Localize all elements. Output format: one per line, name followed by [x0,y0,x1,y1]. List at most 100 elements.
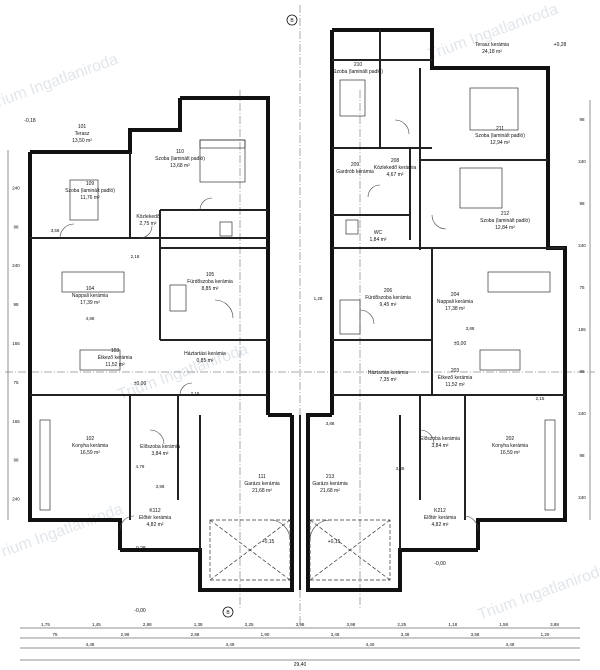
room-202-id: 202 [506,436,515,442]
dim-interior-value-2: 3,88 [326,421,335,426]
room-101-name: Terasz [75,131,90,137]
garage-111-car [209,519,291,581]
room-109-area: 11,76 m² [80,195,100,201]
dim-interior-value-3: 2,15 [191,391,200,396]
dim-row3-value-2: 4,40 [366,642,375,647]
dim-row1-value-2: 2,88 [143,622,152,627]
dim-row1-value-9: 1,58 [499,622,508,627]
level-mark-5: ±0,00 [134,381,147,387]
dim-interior-value-5: 1,28 [314,296,323,301]
room-208-area: 4,67 m² [387,172,404,178]
room-103-area: 11,52 m² [105,362,125,368]
dim-row2-value-1: 2,98 [121,632,130,637]
dim-right-value-9: 240 [578,495,586,500]
level-mark-9: -0,00 [134,608,146,614]
room-210-id: 210 [354,62,363,68]
kitchen-counter-102 [39,419,51,511]
level-mark-7: -0,28 [134,546,146,552]
room-109-id: 109 [86,181,95,187]
dim-right-value-2: 98 [579,201,585,206]
dimension-lines [7,100,591,661]
dim-row1-value-7: 2,25 [397,622,406,627]
room-204-name: Nappali kerámia [437,299,473,305]
room-104-id: 104 [86,286,95,292]
room-203-name: Étkező kerámia [438,374,473,381]
bed-211 [469,87,519,131]
room-110-id: 110 [176,149,184,155]
dim-row1-value-10: 3,88 [550,622,559,627]
dim-right-value-8: 98 [579,453,585,458]
dining-table-203 [479,349,521,371]
dim-left-value-0: 240 [12,185,20,190]
room-109-name: Szoba (laminált padló) [65,188,115,194]
dim-left-value-3: 98 [13,302,19,307]
room-K112-name: Előtér kerámia [139,515,171,521]
room-110-name: Szoba (laminált padló) [155,156,205,162]
room-207-name: WC [374,230,383,236]
dim-left-value-4: 165 [12,341,20,346]
room-208-id: 208 [391,158,400,164]
interior-walls [30,30,565,590]
walls-left-unit [28,96,294,592]
room-103-name: Étkező kerámia [98,354,133,361]
room-K112-id: K112 [149,508,161,514]
dim-right-value-5: 165 [578,327,586,332]
room-201-area: 24,18 m² [482,49,502,55]
room-206-area: 9,45 m² [380,302,397,308]
room-213-name: Garázs kerámia [312,481,348,487]
toilet-107 [219,221,233,237]
room-209-id: 209 [351,162,360,168]
room-K212-id: K212 [434,508,446,514]
room-105-area: 8,85 m² [202,286,219,292]
dim-interior-value-9: 4,78 [136,464,145,469]
room-204-id: 204 [451,292,460,298]
room-207-area: 1,84 m² [370,237,387,243]
room-103b-area: 0,85 m² [197,358,214,364]
room-K112-area: 4,82 m² [147,522,164,528]
dim-row2-value-6: 3,58 [471,632,480,637]
room-105-id: 105 [206,272,215,278]
bed-110 [199,139,246,183]
dim-row1-value-1: 1,45 [92,622,101,627]
level-mark-1: +0,28 [554,42,567,48]
room-212-area: 12,84 m² [495,225,515,231]
room-204-area: 17,38 m² [445,306,465,312]
dim-interior-value-8: 3,88 [466,326,475,331]
room-212-id: 212 [501,211,510,217]
dim-row2-value-0: 75 [52,632,58,637]
sofa-204 [487,271,551,293]
section-marker: B B [222,14,298,618]
dim-row1-value-0: 1,75 [41,622,50,627]
room-212-name: Szoba (laminált padló) [480,218,530,224]
room-208-name: Közlekedő kerámia [374,165,417,171]
dim-left-value-1: 98 [13,224,19,229]
sofa-104 [61,271,125,293]
grid-axes [5,5,595,625]
level-marks: +0,28 -0,18 +0,15 +0,15 ±0,00 ±0,00 -0,2… [24,42,566,614]
section-marker-label-top: B [290,18,294,24]
room-102-name: Konyha kerámia [72,443,108,449]
dim-interior-value-0: 3,58 [51,228,60,233]
room-102-area: 16,59 m² [80,450,100,456]
dim-row1-value-8: 1,18 [448,622,457,627]
overall-dimension: 29,40 [294,662,307,668]
room-104-area: 17,39 m² [80,300,100,306]
dim-right-value-4: 75 [579,285,585,290]
room-101-id: 101 [78,124,87,130]
dim-interior-value-10: 2,15 [536,396,545,401]
room-labels: 101 Terasz 13,50 m² 109 Szoba (laminált … [65,42,530,528]
room-102b-name: Előszoba kerámia [140,444,180,450]
dimension-interior: 3,583,983,882,152,181,283,484,883,884,78… [51,228,545,489]
room-108-area: 2,75 m² [140,221,157,227]
room-205-name: Háztartás kerámia [368,370,409,376]
room-105-name: Fürdőszoba kerámia [187,279,233,285]
dim-right-value-0: 98 [579,117,585,122]
room-214-area: 3,84 m² [432,443,449,449]
watermark-text-4: Trium Ingatlaniroda [476,561,600,624]
dim-row3-value-0: 4,48 [86,642,95,647]
garage-213-car [309,519,391,581]
room-206-name: Fürdőszoba kerámia [365,295,411,301]
room-103-id: 103 [111,348,120,354]
